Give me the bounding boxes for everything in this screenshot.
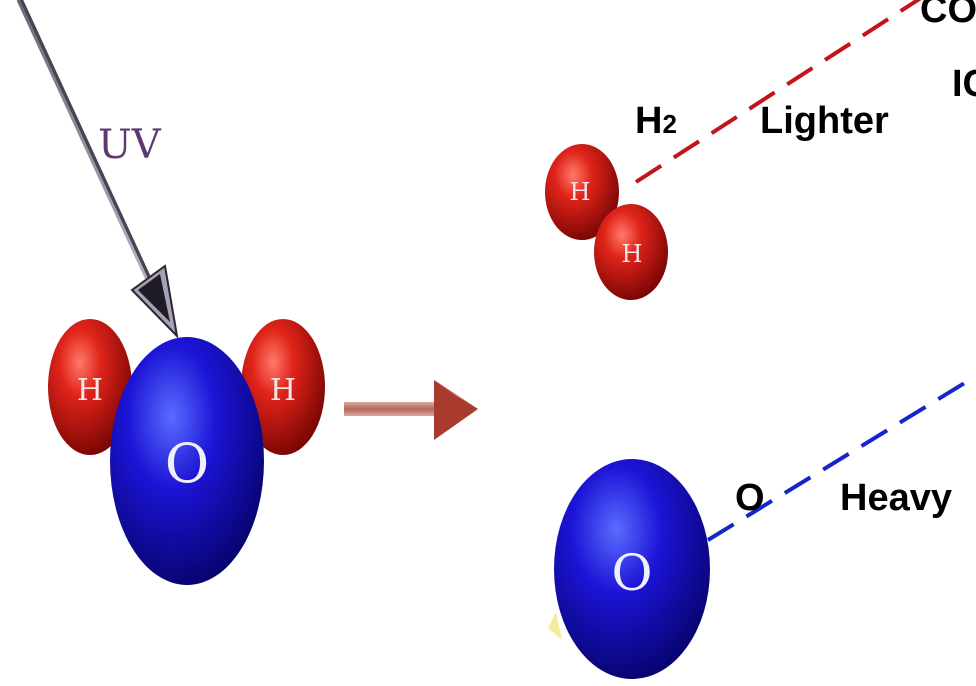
- blue-dashed-line: [706, 374, 976, 542]
- uv-arrow: [16, 0, 179, 339]
- heavy-label: Heavy: [840, 477, 952, 519]
- water-hydrogen-left-atom: [48, 319, 132, 455]
- oxygen-atom: O: [548, 459, 710, 679]
- red-dashed-line: [634, 0, 922, 184]
- reaction-arrow: [344, 380, 478, 440]
- h2-hydrogen-bottom-atom: [594, 204, 668, 300]
- o-symbol-label: O: [735, 477, 765, 519]
- water-molecule: H H O: [48, 319, 325, 585]
- water-h-left-label: H: [77, 373, 103, 408]
- water-h-right-label: H: [270, 373, 296, 408]
- water-hydrogen-right-atom: [241, 319, 325, 455]
- water-oxygen-atom: [110, 337, 264, 585]
- cut-off-top-label: CO: [920, 0, 976, 31]
- h2-molecule: H H: [545, 144, 668, 300]
- oxygen-atom-label: O: [612, 544, 653, 602]
- cut-off-second-label: IC: [952, 63, 976, 105]
- water-o-label: O: [165, 432, 209, 495]
- h2-h-top-label: H: [570, 178, 591, 206]
- h2-hydrogen-top-atom: [545, 144, 619, 240]
- h2-formula-label: H2: [635, 100, 677, 142]
- uv-label: UV: [98, 122, 162, 168]
- h2-h-bottom-label: H: [622, 240, 643, 268]
- lighter-label: Lighter: [760, 100, 889, 142]
